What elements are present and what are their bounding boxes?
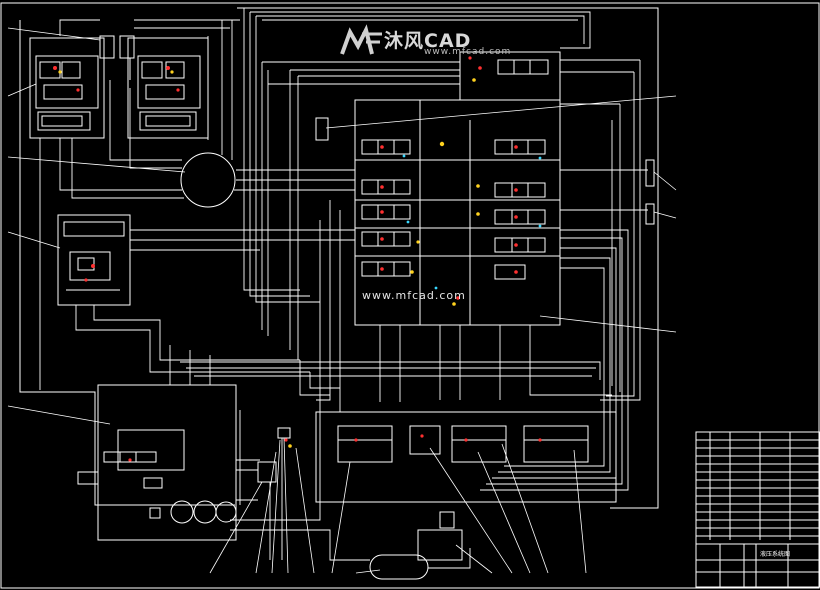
main-pump-station [97, 384, 237, 541]
pilot-control-block [57, 214, 131, 306]
shuttle-block-left [99, 35, 115, 59]
oil-filter [257, 461, 277, 483]
hydraulic-tank [369, 554, 429, 580]
actuator-right-lower [645, 203, 655, 225]
main-pump-2 [193, 500, 217, 524]
actuator-right-upper [645, 159, 655, 187]
relief-valve-small [277, 427, 291, 439]
pilot-valve-a [29, 37, 105, 139]
pilot-valve-b [127, 37, 209, 139]
title-block [695, 431, 820, 588]
hand-valve-left [77, 471, 99, 485]
title-block-drawing-name: 液压系统图 [760, 551, 791, 558]
left-boundary-line [19, 20, 235, 506]
watermark-brand: 沐风CAD [384, 30, 472, 52]
pilot-pump [215, 501, 237, 523]
mfcad-logo-icon [340, 24, 382, 55]
watermark-url-top: www.mfcad.com [424, 47, 512, 57]
watermark-url-middle: www.mfcad.com [362, 289, 466, 302]
check-valve-upper [315, 117, 329, 141]
color-markers [53, 56, 542, 462]
central-swivel-joint [180, 152, 236, 208]
right-boundary-line [237, 7, 659, 509]
aux-pump-unit [417, 529, 463, 561]
shuttle-block-right [119, 35, 135, 59]
main-pump-1 [170, 500, 194, 524]
main-control-valve-bank [354, 99, 561, 326]
work-device-valves [315, 411, 617, 503]
